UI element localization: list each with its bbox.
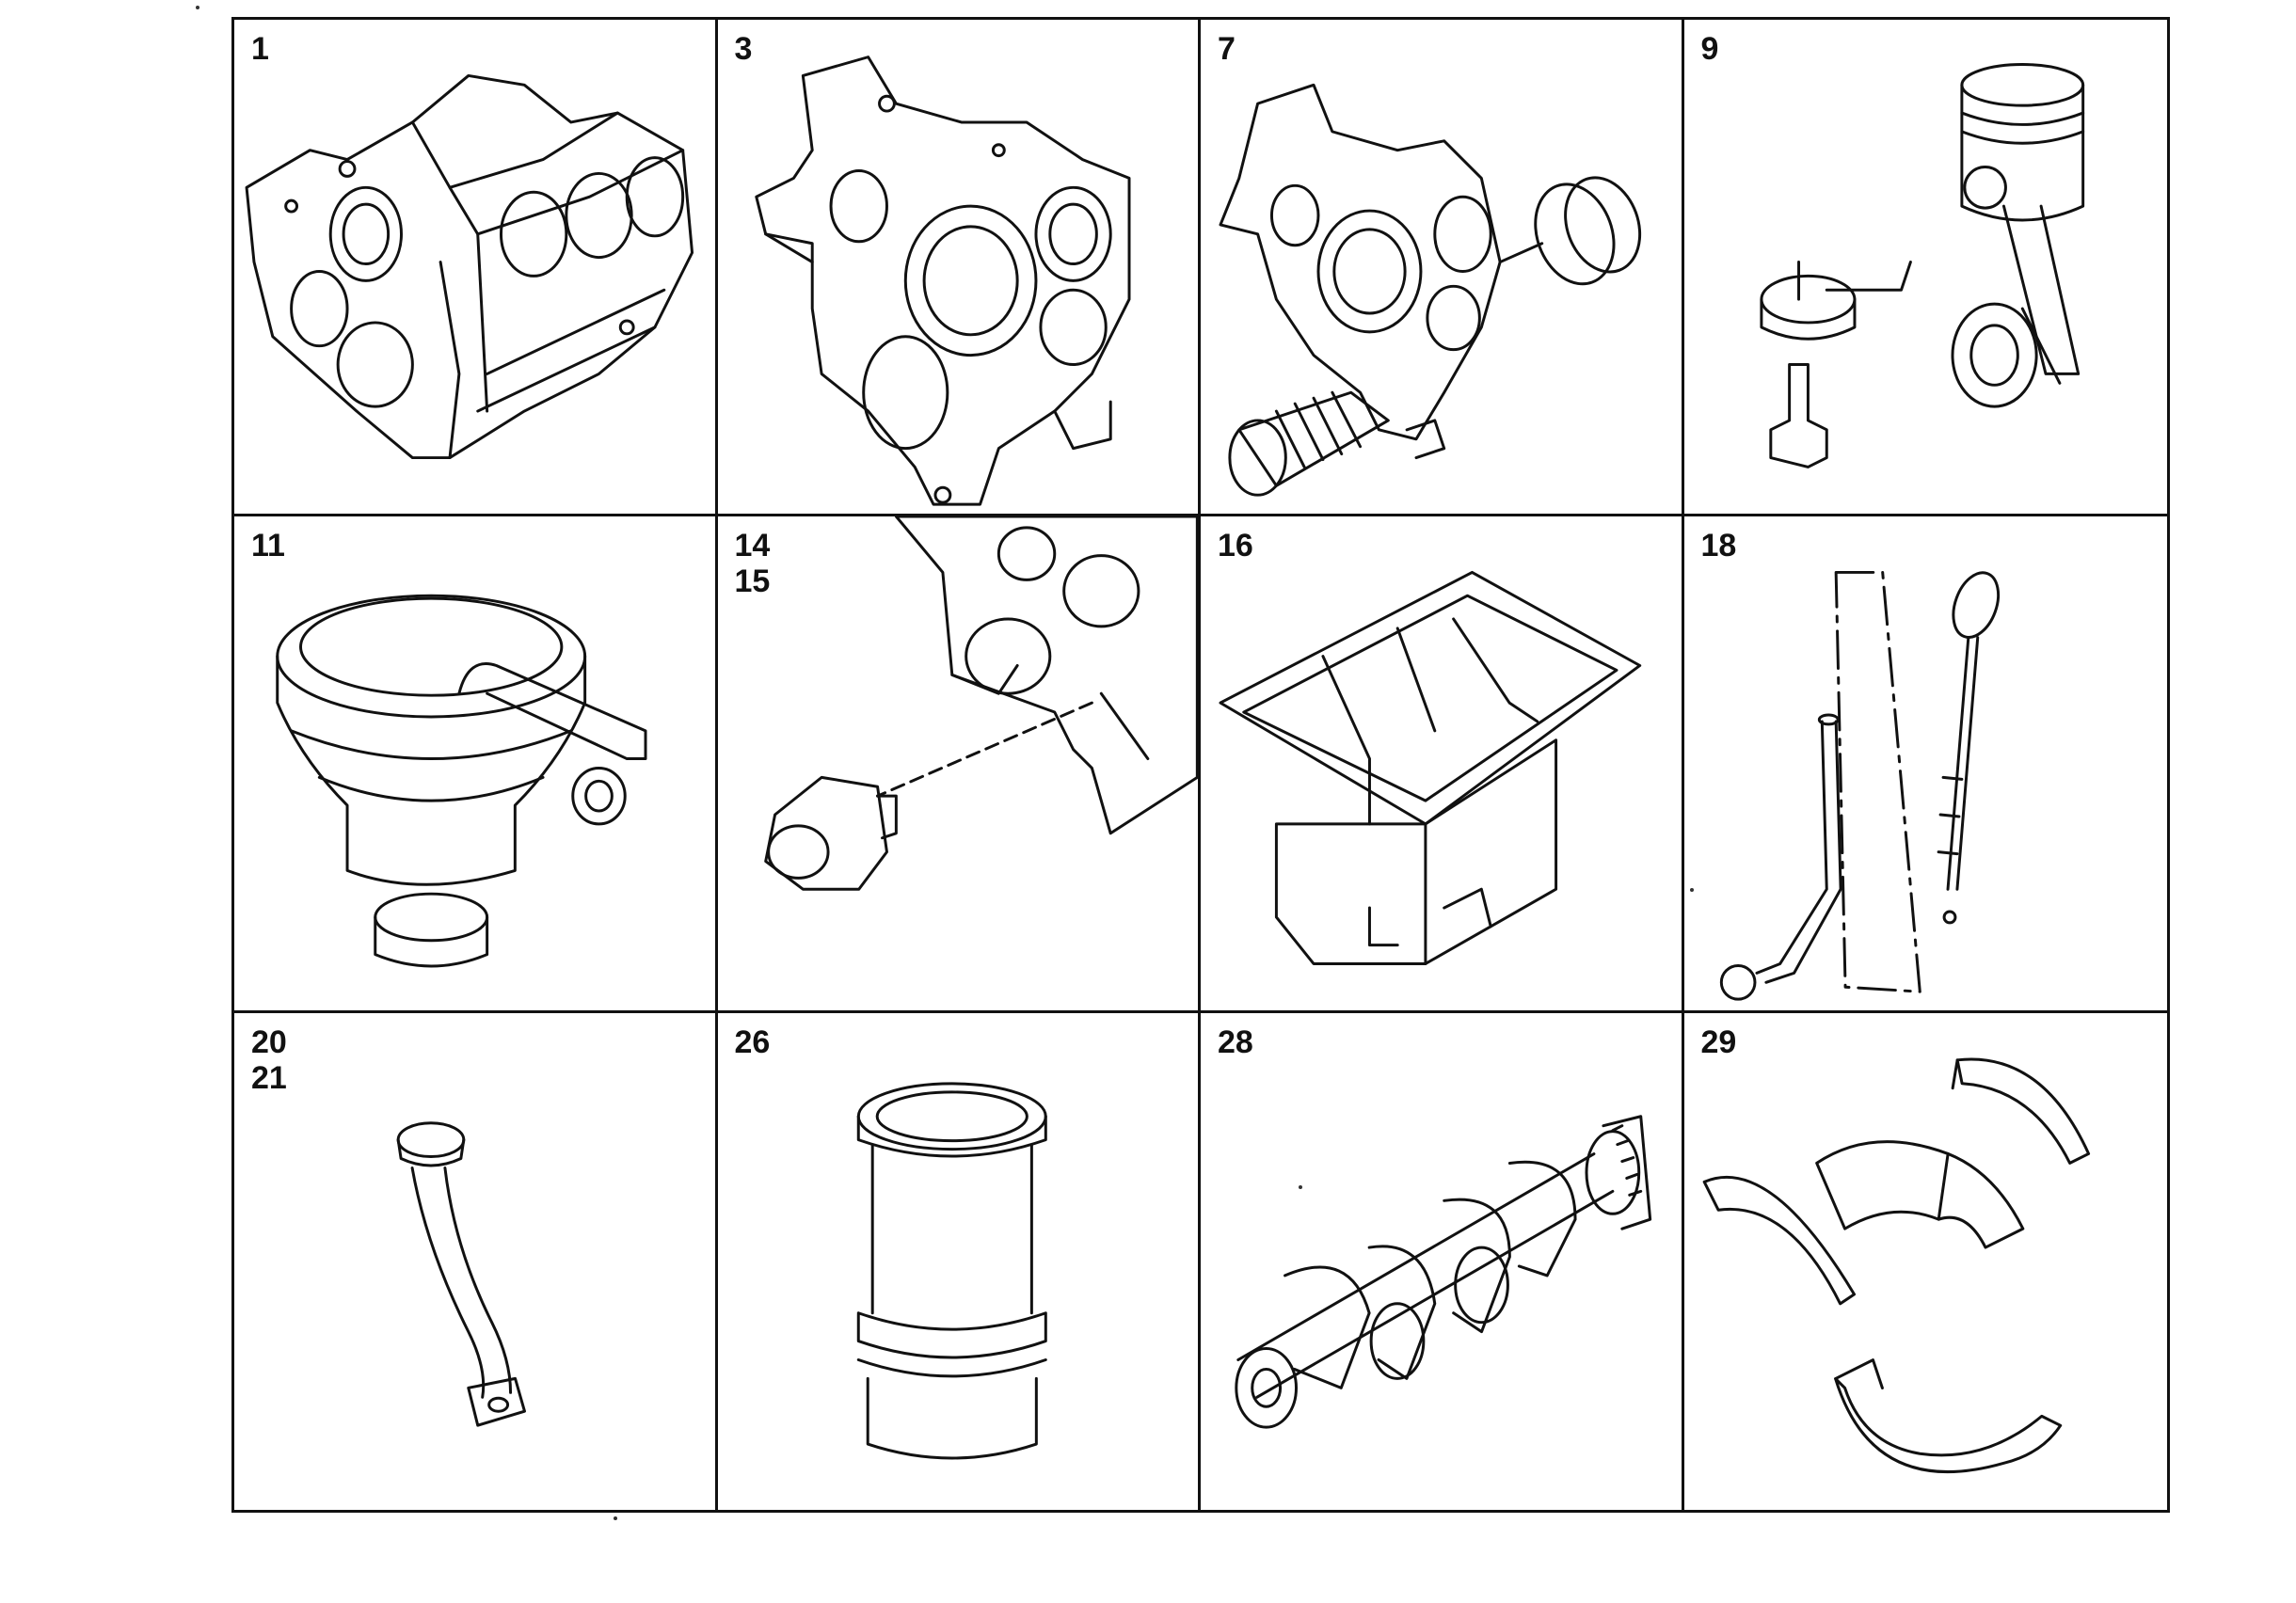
item-number: 9 <box>1700 31 1719 67</box>
item-number: 16 <box>1218 528 1253 563</box>
timing-cover-drawing <box>754 56 1131 506</box>
cell-3: 3 <box>717 20 1201 516</box>
parts-grid: 1 3 <box>231 17 2170 1513</box>
item-number: 29 <box>1700 1024 1737 1060</box>
crankshaft-drawing <box>1235 1115 1652 1429</box>
cell-20-21: 20 21 <box>234 1013 718 1510</box>
scan-speck <box>1690 888 1694 892</box>
drain-plug-drawing <box>763 516 1198 891</box>
piston-rod-drawing <box>1759 63 2084 468</box>
item-number: 28 <box>1218 1024 1253 1060</box>
item-number: 20 21 <box>251 1024 287 1096</box>
engine-block-drawing <box>245 73 694 460</box>
cell-28: 28 <box>1201 1013 1684 1510</box>
oil-pan-drawing <box>1219 570 1642 965</box>
scan-speck <box>614 1516 617 1520</box>
item-number: 7 <box>1218 31 1236 67</box>
breather-pipe-drawing <box>396 1121 526 1427</box>
cell-18: 18 <box>1683 516 2167 1013</box>
cell-16: 16 <box>1201 516 1684 1013</box>
scan-speck <box>1299 1185 1302 1189</box>
cell-11: 11 <box>234 516 718 1013</box>
item-number: 11 <box>251 528 285 563</box>
scan-speck <box>196 6 199 9</box>
dipstick-drawing <box>1719 570 2000 1001</box>
item-number: 1 <box>251 31 269 67</box>
cell-29: 29 <box>1684 1013 2168 1510</box>
cell-14-15: 14 15 <box>717 516 1201 1013</box>
item-number: 14 15 <box>734 528 771 599</box>
item-number: 26 <box>734 1024 771 1060</box>
item-number: 3 <box>734 31 753 67</box>
cell-7: 7 <box>1201 20 1684 516</box>
bearing-shells-drawing <box>1702 1057 2090 1474</box>
cylinder-liner-drawing <box>856 1082 1047 1460</box>
cell-1: 1 <box>234 20 718 516</box>
cell-9: 9 <box>1683 20 2167 516</box>
filter-housing-drawing <box>276 594 647 968</box>
timing-cover-seals-drawing <box>1219 83 1642 497</box>
item-number: 18 <box>1700 528 1737 563</box>
cell-26: 26 <box>718 1013 1201 1510</box>
